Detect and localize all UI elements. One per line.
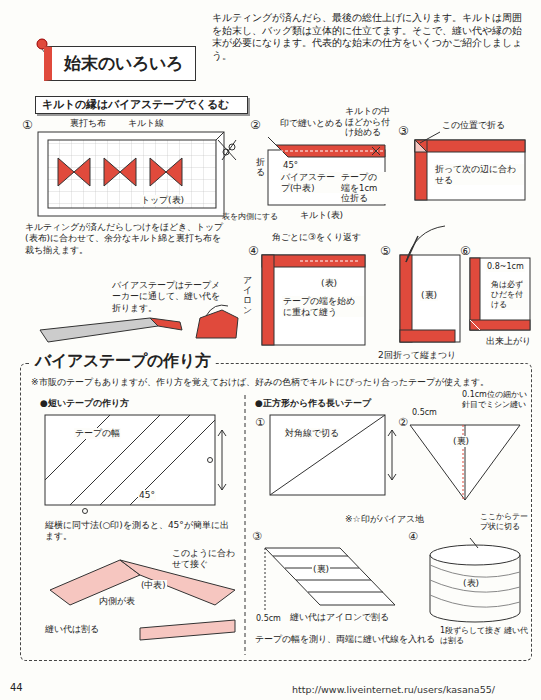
part-name: (表) [462,578,480,589]
heading: バイアステープの作り方 [31,351,215,372]
caption: 縦横に同寸法(○印)を測ると、45°が簡単に出ます。 [45,520,233,543]
page-number: 44 [10,682,23,695]
note: キルトの中ほどから付け始める [345,106,395,138]
part-name: (裏) [452,436,470,447]
note: 角は必ずひだを付ける [490,280,528,310]
note: テープの端を1cm位折る [340,172,386,204]
part-name: (中表) [140,580,167,591]
step-number: ③ [398,124,409,139]
title-box: 始末のいろいろ [44,46,196,81]
step-number: ② [398,416,408,430]
subheading: ●正方形から作る長いテープ [255,398,371,409]
part-name: テープの幅 [74,428,121,439]
note: 印で縫いとめる [280,118,343,129]
caption: バイアステープはテープメーカーに通して、縫い代を折ります。 [112,280,224,314]
step-number: ① [255,416,265,430]
dimension: 0.5cm [412,408,437,418]
part-name: キルト(表) [300,210,343,221]
part-name: キルト線 [128,118,164,129]
vertical-label: アイロン [243,276,252,316]
vertical-label: 折る [256,158,265,178]
step-number: ① [22,118,33,133]
note: 出来上がり [486,336,531,347]
step-number: ④ [248,244,259,259]
step-number: ⑥ [460,244,471,259]
angle-label: 45° [282,160,299,171]
part-name: (裏) [312,564,330,575]
step-number: ③ [252,530,262,544]
note: 縫い代は割る [45,624,99,635]
heading: 始末のいろいろ [64,52,183,75]
watermark: http://www.liveinternet.ru/users/kasana5… [292,684,495,696]
caption: キルティングが済んだらしつけをほどき、トップ(表布)に合わせて、余分なキルト綿と… [25,222,230,256]
note: この位置で折る [442,120,505,131]
part-name: トップ(表) [140,195,185,206]
intro-text: キルティングが済んだら、最後の総仕上げに入ります。キルトは周囲を始末し、バッグ類… [212,12,530,62]
note: 1段ずらして接ぎ 縫い代は割る [440,626,532,646]
note: 内側が表 [98,596,136,607]
part-name: バイアステープ(中表) [280,172,340,193]
note: テープの端を始めに重ねて縫う [282,296,364,317]
step-number: ② [250,118,261,133]
note: ここからテープ状に切る [480,512,532,532]
part-name: (表) [320,278,338,289]
part-name: 裏打ち布 [70,118,106,129]
note: 縫い代はアイロンで割る [290,612,389,623]
note: このように合わせて接ぐ [172,548,238,571]
note: テープの幅を測り、両端に縫い代線を入れる [255,634,435,645]
dimension: 0.5cm [256,614,281,624]
note: 対角線で切る [284,428,340,439]
step-number: ④ [408,530,418,544]
note: ※市販のテープもありますが、作り方を覚えておけば、好みの色柄でキルトにぴったり合… [31,376,489,389]
note: 0.1cm位の細かい針目でミシン縫い [462,390,532,410]
step-number: ⑤ [380,244,391,259]
note: 折って次の辺に合わせる [434,164,524,185]
dimension: 0.8~1cm [486,262,525,272]
heading: キルトの縁はバイアステープでくるむ [42,98,241,112]
angle-label: 45° [138,490,156,501]
note: 角ごとに③をくり返す [272,232,361,243]
section-heading: キルトの縁はバイアステープでくるむ [35,96,248,114]
subheading: ●短いテープの作り方 [40,398,129,409]
note: 表を内側にする [222,212,278,222]
note: ※☆印がバイアス地 [345,514,424,525]
note: 2回折って縦まつり [378,350,456,361]
part-name: (裏) [420,290,438,301]
